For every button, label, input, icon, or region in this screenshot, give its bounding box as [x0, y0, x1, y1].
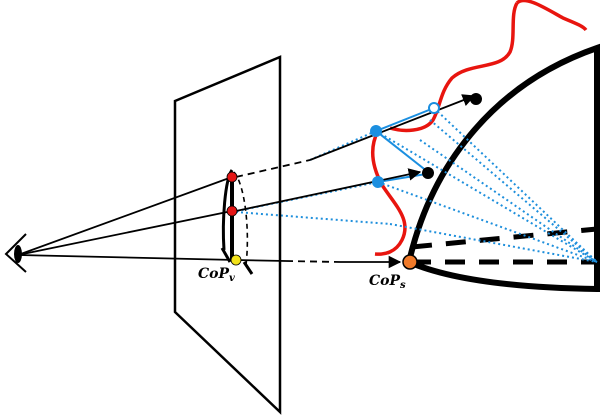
- eye-icon: [4, 233, 27, 273]
- dome-screen: [405, 43, 600, 293]
- blue-point-upper: [370, 125, 382, 137]
- sight-rays: [17, 94, 476, 269]
- red-point-middle: [226, 205, 238, 217]
- red-point-top: [226, 171, 238, 183]
- label-cop-v: CoPv: [198, 266, 235, 284]
- image-plane: [173, 55, 282, 415]
- blue-hollow-point: [428, 102, 440, 114]
- label-cop-s: CoPs: [369, 273, 406, 291]
- blue-point-lower: [372, 176, 384, 188]
- red-curve-upper: [389, 0, 588, 133]
- red-curve-lower: [371, 130, 407, 256]
- blue-dotted-lines: [231, 107, 598, 263]
- orange-point-cop-s: [402, 254, 418, 270]
- black-point-lower: [422, 167, 434, 179]
- yellow-point-cop-v: [230, 254, 242, 266]
- black-point-upper: [470, 93, 482, 105]
